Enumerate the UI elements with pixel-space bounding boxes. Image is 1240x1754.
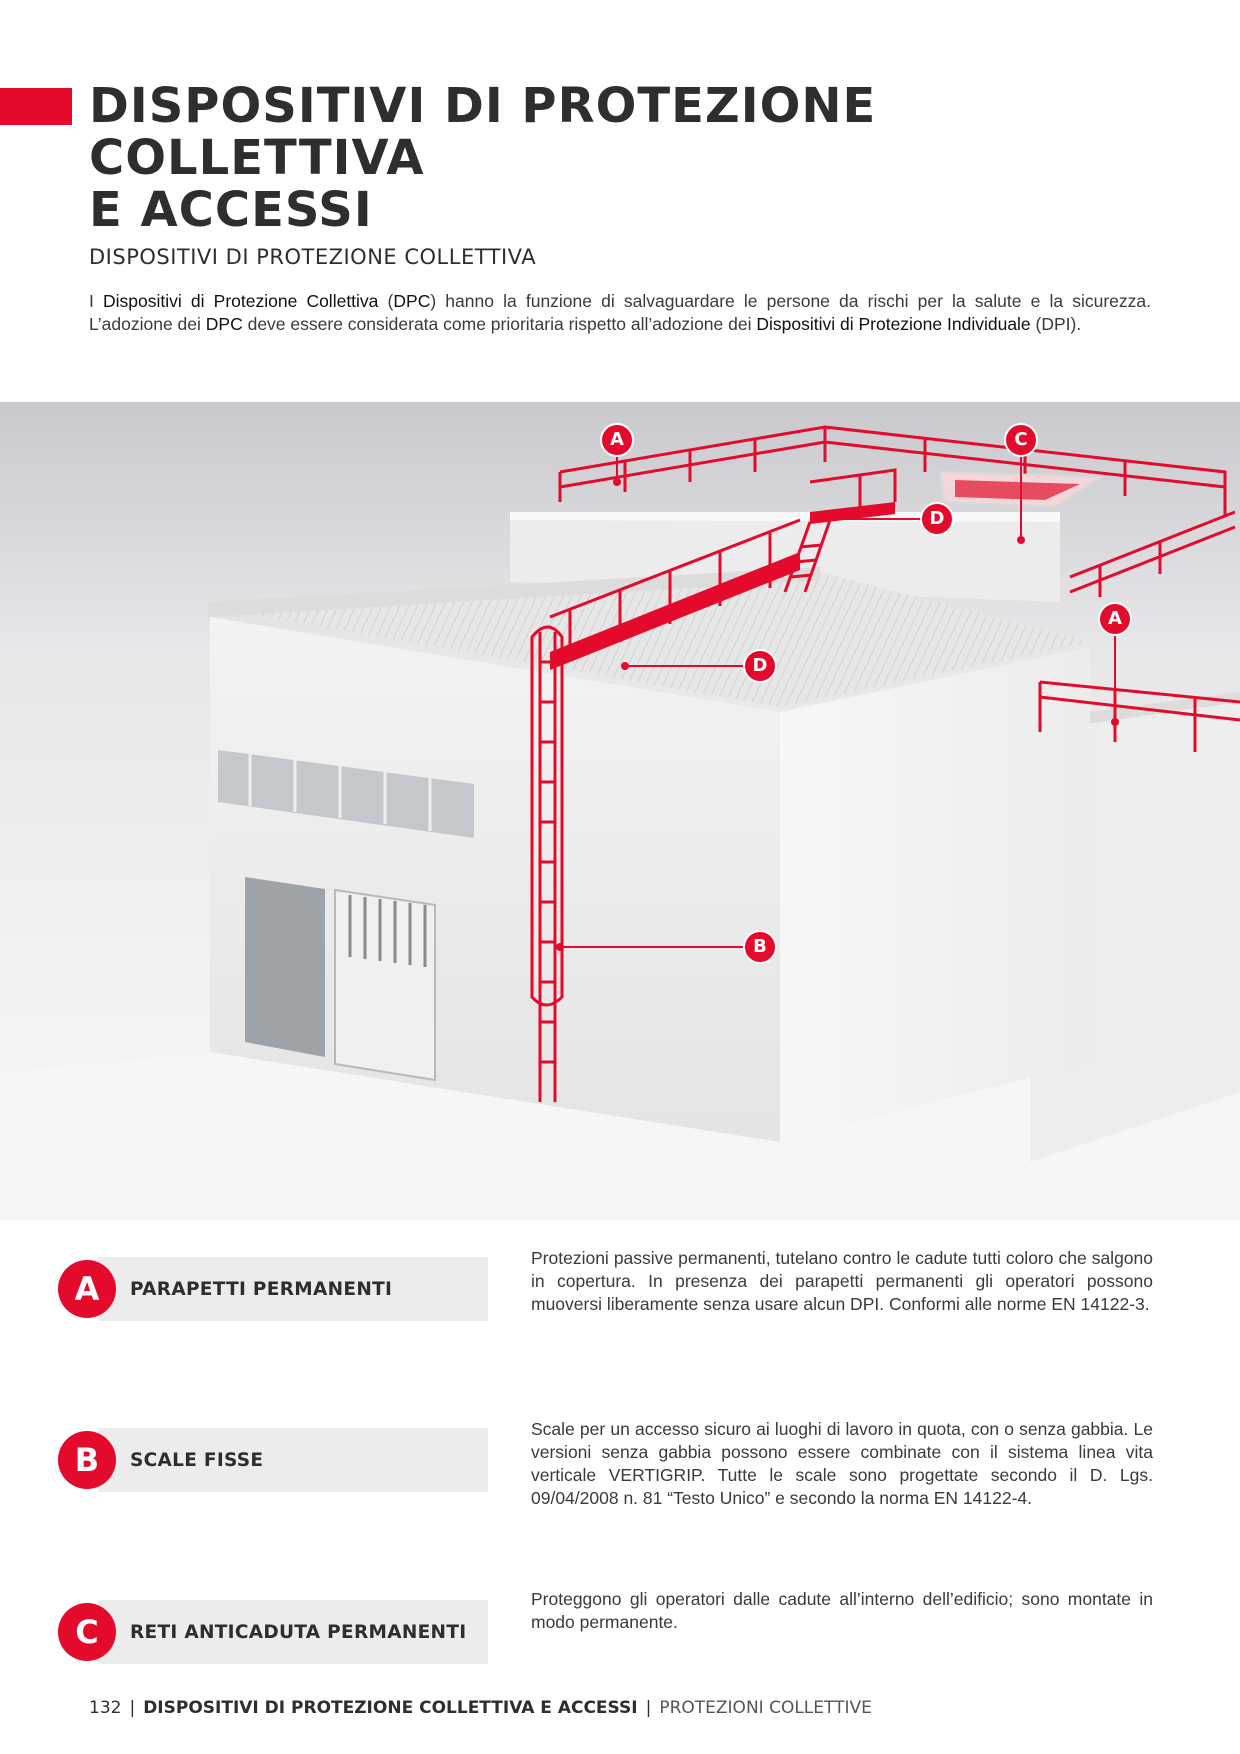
side-wall: [780, 647, 1090, 1142]
footer-section: DISPOSITIVI DI PROTEZIONE COLLETTIVA E A…: [143, 1698, 638, 1718]
page-number: 132: [89, 1698, 122, 1718]
doorway: [245, 877, 325, 1057]
intro-term: Dispositivi di Protezione Individuale: [756, 314, 1031, 334]
item-badge: C: [58, 1603, 116, 1661]
page-title-line1: DISPOSITIVI DI PROTEZIONE COLLETTIVA: [89, 78, 877, 186]
intro-text: (DPI).: [1030, 314, 1082, 334]
intro-text: deve essere considerata come prioritaria…: [242, 314, 757, 334]
footer-separator: |: [129, 1698, 136, 1718]
callout-d-lower: D: [743, 649, 777, 683]
intro-term: Dispositivi di Protezione Collettiva: [103, 291, 379, 311]
accent-bar: [0, 88, 72, 125]
stair: [783, 468, 897, 593]
intro-term: DPC: [393, 291, 431, 311]
callout-a-right: A: [1098, 602, 1132, 636]
fixed-ladder: [530, 625, 564, 1102]
callout-b: B: [743, 930, 777, 964]
item-badge: B: [58, 1431, 116, 1489]
item-label-box: [98, 1257, 488, 1321]
intro-text: (: [378, 291, 394, 311]
intro-term: DPC: [205, 314, 243, 334]
section-title: DISPOSITIVI DI PROTEZIONE COLLETTIVA: [89, 245, 537, 269]
callout-c: C: [1004, 423, 1038, 457]
item-badge: A: [58, 1260, 116, 1318]
item-label: RETI ANTICADUTA PERMANENTI: [130, 1622, 467, 1643]
front-wall: [210, 617, 780, 1142]
callout-d-upper: D: [920, 502, 954, 536]
illustration-svg: [0, 425, 1240, 1220]
intro-paragraph: I Dispositivi di Protezione Collettiva (…: [89, 290, 1151, 336]
page-footer: 132 | DISPOSITIVI DI PROTEZIONE COLLETTIVA…: [89, 1698, 872, 1718]
walkway: [550, 552, 800, 670]
item-description: Scale per un accesso sicuro ai luoghi di…: [531, 1419, 1153, 1508]
page-title: DISPOSITIVI DI PROTEZIONE COLLETTIVA E A…: [89, 80, 1189, 236]
intro-text: ) hanno la funzione di salvaguardare le …: [89, 291, 1151, 334]
page-title-line2: E ACCESSI: [89, 182, 373, 238]
windows-band: [218, 750, 474, 838]
building-roof-illustration: A C D A D B: [0, 402, 1240, 1220]
item-description: Protezioni passive permanenti, tutelano …: [531, 1248, 1153, 1314]
item-description: Proteggono gli operatori dalle cadute al…: [531, 1589, 1153, 1632]
item-label: PARAPETTI PERMANENTI: [130, 1279, 393, 1300]
callout-a-top: A: [600, 423, 634, 457]
footer-separator: |: [645, 1698, 652, 1718]
item-label: SCALE FISSE: [130, 1450, 264, 1471]
roof-surface: [210, 572, 1090, 707]
item-label-box: [98, 1428, 488, 1492]
item-label-box: [98, 1600, 488, 1664]
intro-text: I: [89, 291, 103, 311]
footer-chapter: PROTEZIONI COLLETTIVE: [659, 1698, 872, 1718]
